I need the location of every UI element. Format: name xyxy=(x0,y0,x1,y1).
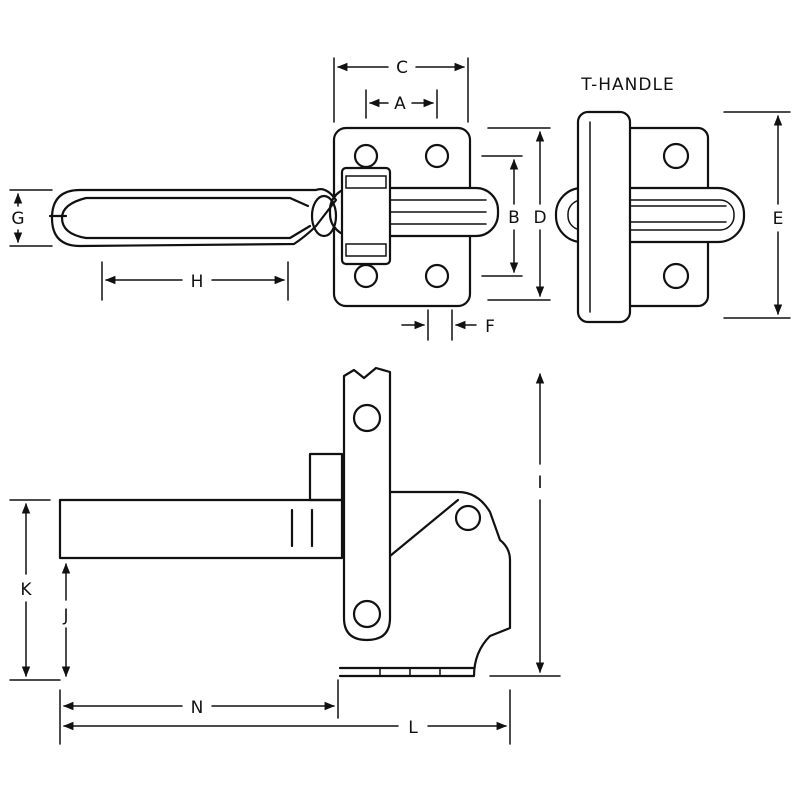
t-handle-title: T-HANDLE xyxy=(580,75,674,95)
loop-handle xyxy=(50,188,338,248)
mount-hole xyxy=(353,263,379,289)
dim-label-j: J xyxy=(62,606,68,626)
dim-label-f: F xyxy=(485,317,495,337)
mount-hole xyxy=(662,142,690,170)
dim-label-c: C xyxy=(396,58,408,78)
dim-label-h: H xyxy=(191,272,204,292)
side-body-housing xyxy=(338,490,512,678)
dim-label-d: D xyxy=(533,208,546,228)
side-arm-hole xyxy=(352,403,382,433)
dim-label-b: B xyxy=(508,208,520,228)
t-handle-view: T-HANDLE E xyxy=(554,75,791,324)
side-arm-hole xyxy=(352,599,382,629)
dim-label-a: A xyxy=(394,94,406,114)
dim-label-l: L xyxy=(408,718,418,738)
t-handle-block xyxy=(576,110,632,324)
mount-hole xyxy=(424,143,450,169)
side-handle-arm xyxy=(342,366,392,642)
side-top-block xyxy=(308,452,344,502)
mount-hole xyxy=(353,143,379,169)
side-view: I K J N L xyxy=(9,366,561,745)
dim-label-g: G xyxy=(11,209,24,229)
clamp-block xyxy=(340,166,392,266)
side-pivot-hole xyxy=(454,504,482,532)
dim-label-i: I xyxy=(537,473,542,493)
mount-hole xyxy=(424,263,450,289)
mount-hole xyxy=(662,262,690,290)
dim-label-n: N xyxy=(191,698,204,718)
side-plunger-bar xyxy=(58,498,344,560)
dim-label-k: K xyxy=(20,580,32,600)
dim-label-e: E xyxy=(773,209,784,229)
top-view: C A B D F G H xyxy=(9,57,551,341)
